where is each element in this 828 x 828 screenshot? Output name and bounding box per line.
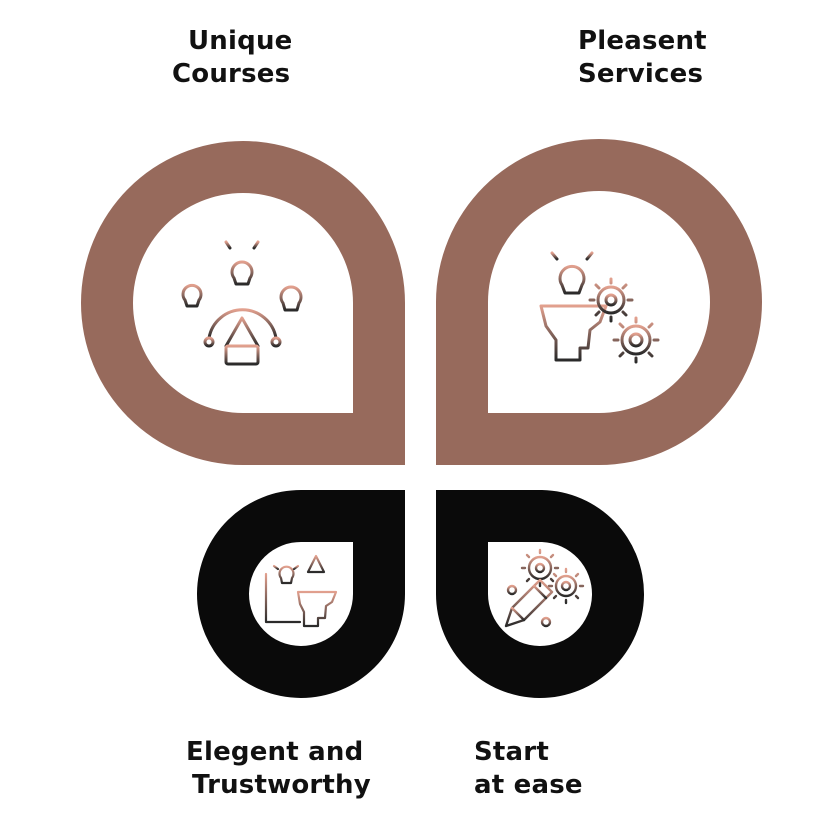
label-line: Elegent and <box>186 737 364 767</box>
petal-label-pleasent-services: Pleasent Services <box>578 25 707 91</box>
label-line: Start <box>474 737 549 767</box>
petal-pleasent-services <box>436 139 762 465</box>
label-line: Courses <box>172 59 291 89</box>
petal-label-start-at-ease: Start at ease <box>474 736 583 802</box>
petal-label-elegent-trustworthy: Elegent and Trustworthy <box>186 736 371 802</box>
label-line: at ease <box>474 770 583 800</box>
label-line: Pleasent <box>578 26 707 56</box>
petal-elegent-trustworthy <box>197 489 405 698</box>
pencil-gears-icon <box>504 548 585 628</box>
ideas-pencil-icon <box>181 234 303 366</box>
petal-unique-courses <box>81 141 405 465</box>
label-line: Trustworthy <box>192 770 371 800</box>
head-gears-bulb-icon <box>539 243 660 364</box>
petal-start-at-ease <box>436 490 644 698</box>
petal-label-unique-courses: Unique Courses <box>172 25 293 91</box>
label-line: Services <box>578 59 704 89</box>
head-pencil-notes-icon <box>264 554 338 628</box>
label-line: Unique <box>188 26 293 56</box>
